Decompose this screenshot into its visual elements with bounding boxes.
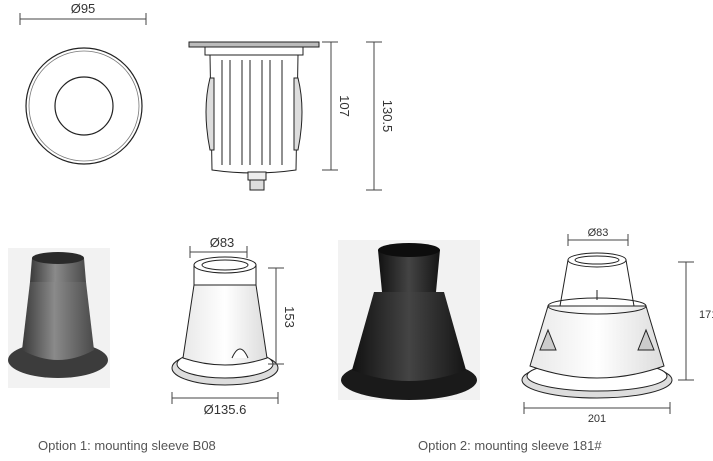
sleeve1-top-diameter-label: Ø83 <box>210 235 235 250</box>
total-height-dimension <box>366 41 382 191</box>
sleeve2-base-width-label: 201 <box>588 413 606 425</box>
sleeve2-base-width-dimension <box>523 402 671 414</box>
fixture-side-view <box>188 41 320 191</box>
sleeve-b08-photo <box>8 248 110 388</box>
option1-caption: Option 1: mounting sleeve B08 <box>38 438 216 453</box>
sleeve1-top-diameter-dimension <box>189 246 248 258</box>
total-height-label: 130.5 <box>380 100 395 133</box>
sleeve1-height-label: 153 <box>282 306 297 328</box>
body-height-label: 107 <box>337 95 352 117</box>
sleeve1-base-diameter-label: Ø135.6 <box>204 402 247 417</box>
sleeve1-height-dimension <box>268 267 284 365</box>
sleeve2-height-label: 171 <box>699 309 713 321</box>
sleeve-b08-drawing <box>171 256 279 386</box>
sleeve-181-drawing <box>521 252 673 399</box>
sleeve2-height-dimension <box>678 261 694 381</box>
sleeve1-base-diameter-dimension <box>171 392 279 404</box>
top-diameter-label: Ø95 <box>71 1 96 16</box>
sleeve2-top-diameter-dimension <box>567 234 629 246</box>
body-height-dimension <box>322 41 338 171</box>
sleeve-181-photo <box>338 240 480 400</box>
top-view-drawing <box>19 13 147 165</box>
sleeve2-top-diameter-label: Ø83 <box>588 227 609 239</box>
option2-caption: Option 2: mounting sleeve 181# <box>418 438 602 453</box>
